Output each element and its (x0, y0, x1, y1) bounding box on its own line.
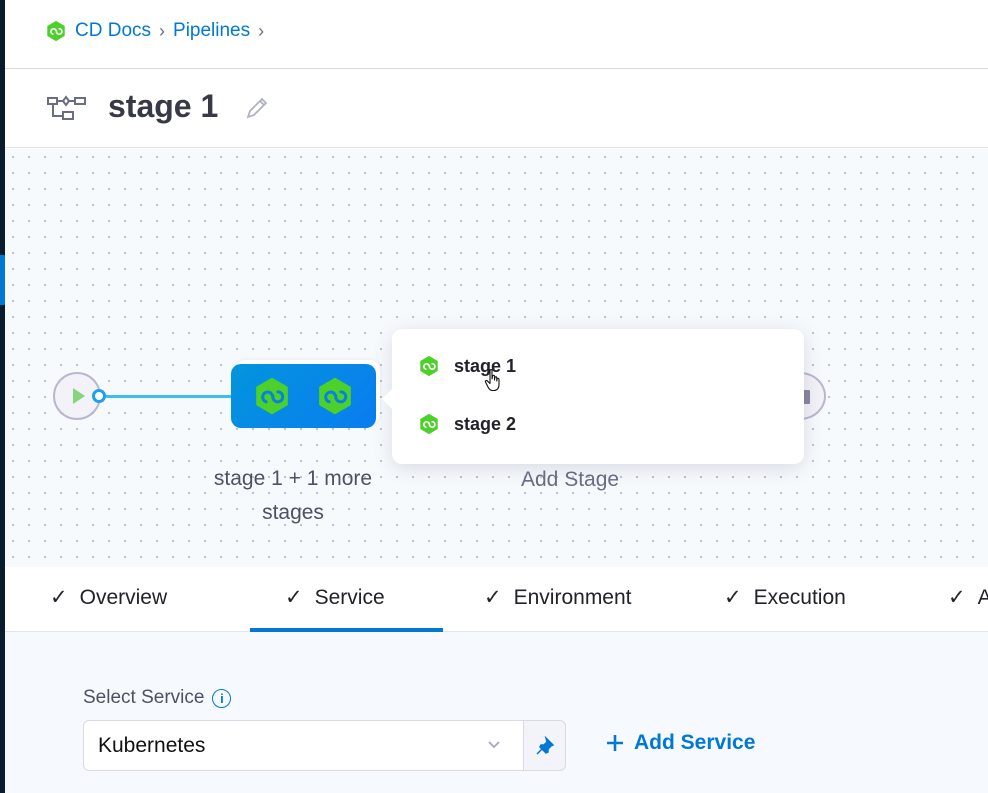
cd-stage-icon (418, 355, 440, 377)
stage-item-label: stage 2 (454, 413, 517, 434)
chevron-right-icon: › (258, 20, 265, 41)
divider (5, 68, 988, 69)
pipeline-canvas[interactable] (5, 149, 988, 567)
plus-icon (607, 735, 623, 751)
chevron-down-icon (488, 741, 500, 749)
stop-icon (802, 390, 810, 404)
select-service-label: Select Service i (83, 687, 232, 709)
pin-button[interactable] (523, 720, 566, 771)
check-icon: ✓ (484, 586, 502, 609)
check-icon: ✓ (948, 586, 966, 609)
tab-environment[interactable]: ✓ Environment (484, 585, 632, 610)
stage-item-label: stage 1 (454, 355, 517, 376)
check-icon: ✓ (50, 586, 68, 609)
check-icon: ✓ (724, 586, 742, 609)
play-icon (73, 388, 85, 404)
tab-label: Overview (79, 585, 168, 609)
check-icon: ✓ (285, 586, 303, 609)
cd-stage-icon (418, 413, 440, 435)
breadcrumb: CD Docs › Pipelines › (45, 18, 264, 44)
stage-group-node[interactable] (231, 364, 376, 428)
tab-advanced[interactable]: ✓A (948, 585, 988, 610)
stage-tabs: ✓ Overview ✓ Service ✓ Environment ✓ Executi… (5, 567, 988, 632)
edit-pencil-icon[interactable] (244, 95, 270, 121)
info-icon[interactable]: i (212, 688, 232, 708)
cd-module-icon (45, 20, 67, 42)
cd-stage-icon (315, 376, 355, 416)
connector-port (92, 389, 106, 403)
stage-group-popover: stage 1 stage 2 (382, 329, 804, 464)
pipeline-stage-icon (47, 95, 86, 120)
tab-label: Environment (513, 585, 632, 609)
breadcrumb-cd-docs[interactable]: CD Docs (75, 20, 152, 41)
popover-stage-item[interactable]: stage 2 (418, 413, 516, 435)
tab-label: Execution (753, 585, 846, 609)
breadcrumb-pipelines[interactable]: Pipelines (173, 20, 251, 41)
add-service-label: Add Service (634, 731, 756, 754)
tab-service[interactable]: ✓ Service (285, 585, 385, 610)
popover-stage-item[interactable]: stage 1 (418, 355, 516, 377)
tab-label: Service (314, 585, 385, 609)
title-row (5, 69, 988, 148)
pin-icon (535, 735, 554, 755)
label-text: Select Service (83, 687, 205, 708)
chevron-right-icon: › (159, 20, 166, 41)
page-title: stage 1 (108, 88, 219, 124)
tab-execution[interactable]: ✓ Execution (724, 585, 846, 610)
add-stage-label[interactable]: Add Stage (521, 468, 620, 491)
hand-cursor-icon (484, 369, 500, 392)
service-select[interactable]: Kubernetes (83, 720, 524, 771)
add-service-button[interactable]: Add Service (606, 731, 755, 755)
tab-label: A (977, 585, 988, 609)
pipeline-connector (106, 395, 232, 398)
cd-stage-icon (252, 376, 292, 416)
tab-overview[interactable]: ✓ Overview (50, 585, 167, 610)
selected-value: Kubernetes (98, 733, 206, 757)
left-nav-strip (0, 0, 5, 793)
stage-group-label: stage 1 + 1 more stages (213, 467, 373, 524)
active-tab-indicator (250, 628, 443, 632)
